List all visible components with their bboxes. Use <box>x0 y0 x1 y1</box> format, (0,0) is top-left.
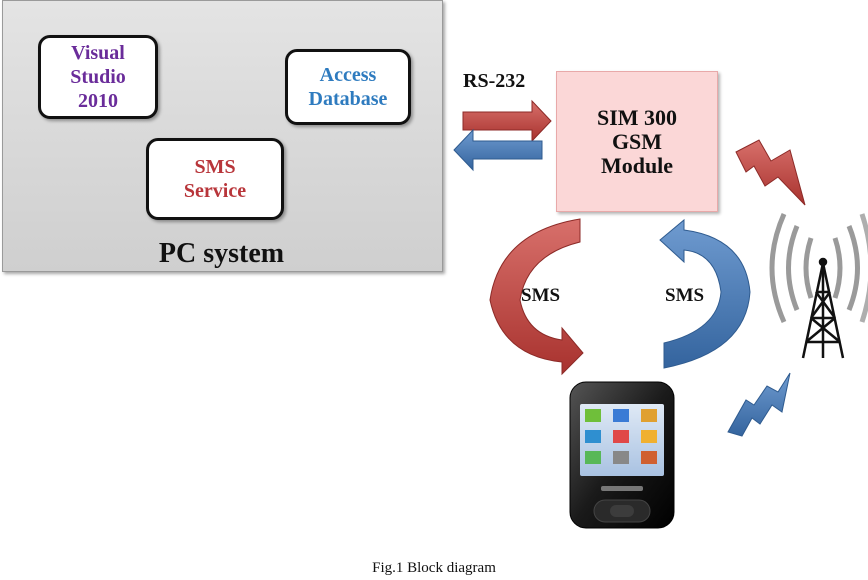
sms-uplink-label: SMS <box>665 285 705 306</box>
sms-uplink-arrow <box>659 218 751 369</box>
visual-studio-box: Visual Studio 2010 <box>38 35 158 119</box>
rs232-rx-arrow <box>453 128 543 172</box>
sms-downlink-label: SMS <box>521 285 561 306</box>
sms-service-box: SMS Service <box>146 138 284 220</box>
tower-icon <box>801 257 845 359</box>
lightning-icon <box>727 372 791 437</box>
sms-downlink-arrow <box>489 218 584 376</box>
signal-waves-icon <box>769 212 868 324</box>
lightning-icon <box>735 139 806 206</box>
rs232-label: RS-232 <box>463 70 526 92</box>
gsm-module-box: SIM 300 GSM Module <box>556 71 718 212</box>
access-database-box: Access Database <box>285 49 411 125</box>
rs232-tx-arrow <box>462 99 552 143</box>
mobile-phone-icon <box>569 381 675 529</box>
pc-system-label: PC system <box>158 238 285 269</box>
figure-caption: Fig.1 Block diagram <box>372 560 496 576</box>
